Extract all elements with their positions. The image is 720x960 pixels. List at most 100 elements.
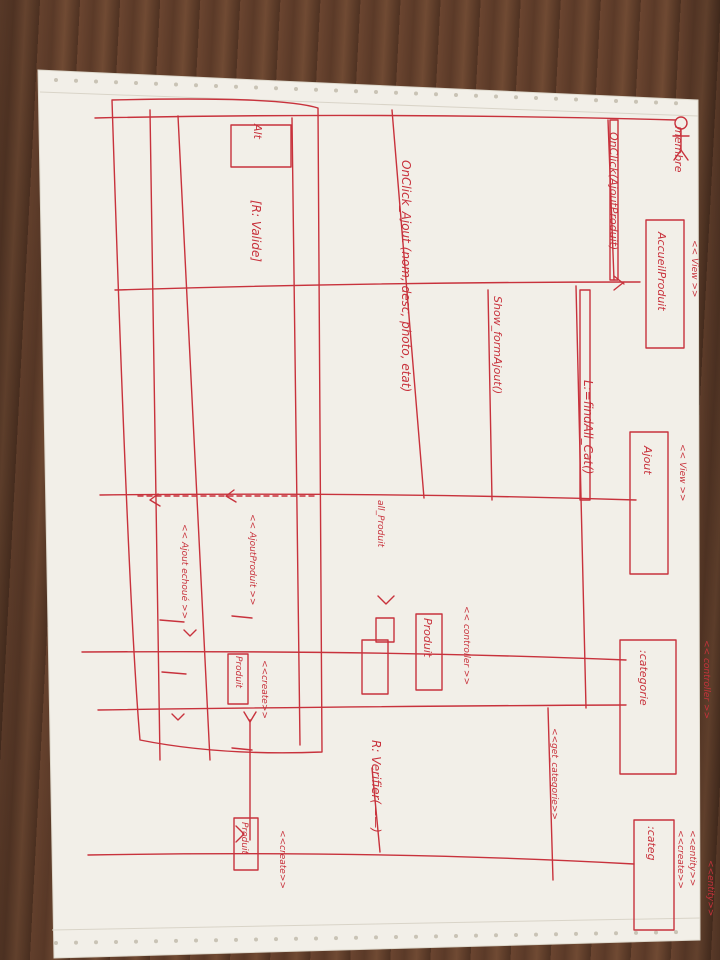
actor-icon: [672, 116, 690, 161]
stereotype-entity-2: <<entity>>: [705, 860, 715, 916]
perforation-hole: [114, 80, 118, 85]
perforation-hole: [414, 91, 418, 96]
perforation-hole: [434, 934, 438, 939]
stereotype-controller-1: << controller >>: [461, 606, 471, 685]
msg-ajout-produit: << AjoutProduit >>: [247, 514, 257, 605]
activation-verifier: [375, 617, 395, 643]
perforation-hole: [574, 97, 578, 102]
alt-label: Alt: [251, 123, 264, 140]
perforation-hole: [294, 936, 298, 941]
perforation-hole: [594, 98, 598, 103]
perforation-hole: [574, 931, 578, 936]
alt-frame: [111, 98, 323, 754]
object-produit-2: [233, 817, 259, 871]
actor-label: membre: [672, 126, 685, 173]
msg-onclick-ajout-produit: OnClick(AjoutProduit): [607, 132, 620, 250]
perforation-hole: [654, 930, 658, 935]
perforation-hole: [314, 936, 318, 941]
perforation-hole: [634, 930, 638, 935]
perforation-hole: [274, 86, 278, 91]
msg-onclick-ajout: OnClick_Ajout (nom, desc, photo, etat): [399, 160, 413, 392]
perforation-hole: [74, 78, 78, 83]
lifeline-controller: [81, 650, 627, 661]
object-produit-1-label: Produit: [233, 656, 243, 689]
msg-all-produit: all_Produit: [375, 500, 385, 548]
arrow-onclick-ajout-produit: [613, 275, 625, 291]
vline-e: [487, 289, 493, 501]
msg-r-valide: [R: Valide]: [249, 200, 263, 262]
msg-create-1: <<create>>: [259, 660, 269, 719]
arrow-echoue-2: [171, 713, 185, 721]
arrow-valide-return: [225, 489, 237, 503]
perforation-hole: [374, 935, 378, 940]
lifeline-produit: [97, 704, 627, 711]
msg-create-3: <<create>>: [675, 830, 685, 889]
perforation-hole: [534, 96, 538, 100]
perforation-hole: [314, 87, 318, 92]
arrow-create-2: [235, 825, 245, 843]
perforation-hole: [134, 81, 138, 85]
object-ajout-label: Ajout: [641, 445, 654, 475]
msg-create-2: <<create>>: [277, 830, 287, 889]
object-categorie-ctrl-label: :categorie: [637, 650, 650, 706]
perforation-hole: [254, 85, 258, 90]
perforation-hole: [434, 92, 438, 97]
perforation-hole: [414, 934, 418, 939]
vline-a: [149, 109, 161, 761]
object-accueil-produit: [645, 219, 685, 349]
perforation-hole: [94, 940, 98, 945]
activation-ajout: [579, 289, 591, 501]
msg-find-all: L:=findAll_Cat(): [581, 380, 595, 474]
perforation-hole: [614, 99, 618, 103]
object-ajout: [629, 431, 669, 575]
perforation-hole: [614, 931, 618, 936]
perforation-hole: [354, 89, 358, 94]
perforation-hole: [334, 936, 338, 941]
msg-get-categorie: <<get_categorie>>: [549, 728, 559, 820]
perforation-hole: [474, 933, 478, 938]
perforation-hole: [454, 93, 458, 97]
perforation-hole: [54, 78, 58, 82]
dash-mark-2: [231, 615, 253, 619]
perforation-hole: [594, 931, 598, 936]
vline-h: [607, 119, 615, 281]
tear-line-bottom: [51, 917, 701, 931]
lifeline-actor: [94, 114, 677, 121]
arrow-alt-return: [149, 493, 161, 507]
alt-label-box: [230, 124, 292, 168]
perforation-hole: [194, 938, 198, 943]
object-produit-ctrl: [415, 613, 443, 691]
activation-controller: [361, 639, 389, 695]
object-categorie-ctrl: [619, 639, 677, 775]
perforation-hole: [394, 90, 398, 95]
msg-ajout-echoue: << Ajout echoué >>: [179, 524, 190, 619]
perforation-hole: [534, 932, 538, 937]
arrow-controller: [377, 595, 395, 605]
perforation-hole: [354, 935, 358, 940]
tear-line-top: [39, 91, 699, 117]
verifier-bracket: [371, 767, 381, 853]
paper-sheet: [37, 69, 701, 959]
perforation-hole: [654, 100, 658, 105]
object-categorie-entity-label: :categ: [645, 826, 658, 861]
perforation-hole: [154, 939, 158, 944]
perforation-hole: [174, 82, 178, 87]
vline-b: [177, 115, 211, 761]
activation-accueil: [609, 119, 619, 281]
perforation-hole: [174, 938, 178, 943]
perforation-hole: [674, 101, 678, 106]
lifeline-accueil: [114, 281, 641, 291]
object-produit-ctrl-label: Produit: [421, 618, 434, 658]
lifeline-entity: [87, 852, 635, 865]
arrow-echoue: [183, 629, 197, 637]
vline-g: [547, 707, 554, 881]
arrow-create-1: [243, 711, 257, 723]
lifeline-ajout-view: [99, 493, 637, 501]
perforation-hole: [394, 935, 398, 940]
perforation-bottom: [54, 930, 678, 945]
msg-show-form: Show_formAjout(): [491, 296, 504, 394]
perforation-hole: [494, 933, 498, 938]
perforation-hole: [194, 83, 198, 88]
perforation-hole: [114, 939, 118, 944]
